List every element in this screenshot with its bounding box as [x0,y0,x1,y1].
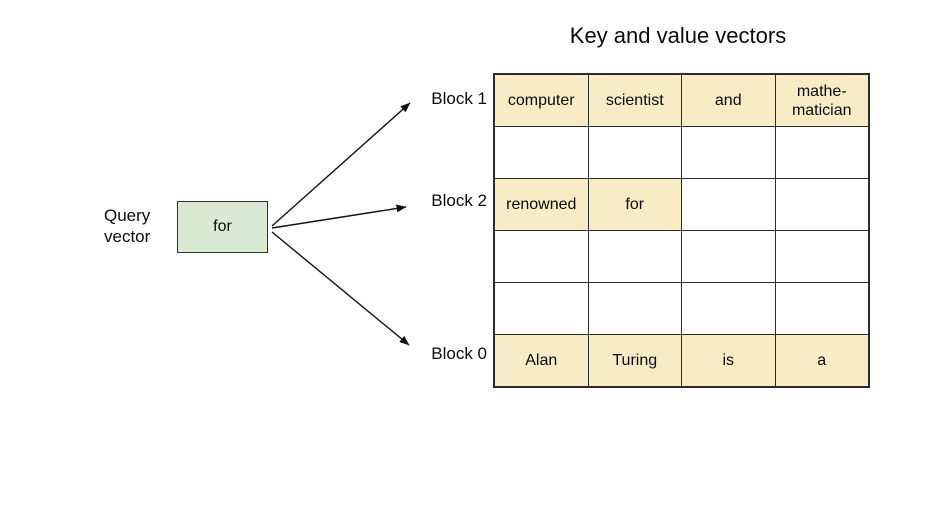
kv-cell [587,126,682,179]
arrow-to-block-0 [271,231,410,346]
kv-cell: for [587,178,682,231]
kv-cell: is [681,334,776,388]
kv-cell [774,230,870,283]
kv-cell: Alan [493,334,589,388]
kv-cell [681,126,776,179]
kv-table-row [493,126,870,179]
kv-cell: computer [493,73,589,127]
kv-cell [493,230,589,283]
kv-cell: renowned [493,178,589,231]
block-1-label: Block 1 [431,89,487,108]
kv-cell [774,178,870,231]
kv-cell [587,230,682,283]
kv-cell: scientist [587,73,682,127]
kv-cell: mathe- matician [774,73,870,127]
kv-cell: and [681,73,776,127]
kv-cell [681,230,776,283]
kv-table-row [493,230,870,283]
arrow-to-block-2 [271,204,407,229]
query-vector-box: for [177,201,268,253]
kv-cell: a [774,334,870,388]
kv-cell: Turing [587,334,682,388]
kv-cell [774,282,870,335]
arrow-to-block-1 [271,102,411,227]
kv-cell [493,126,589,179]
kv-cell [587,282,682,335]
kv-table-row [493,282,870,335]
block-2-label: Block 2 [431,191,487,210]
query-vector-label: Query vector [104,206,151,246]
block-0-label: Block 0 [431,344,487,363]
kv-cell [774,126,870,179]
kv-cell [681,178,776,231]
query-token: for [213,218,232,235]
kv-cell [493,282,589,335]
kv-cell [681,282,776,335]
diagram-title: Key and value vectors [569,23,787,48]
